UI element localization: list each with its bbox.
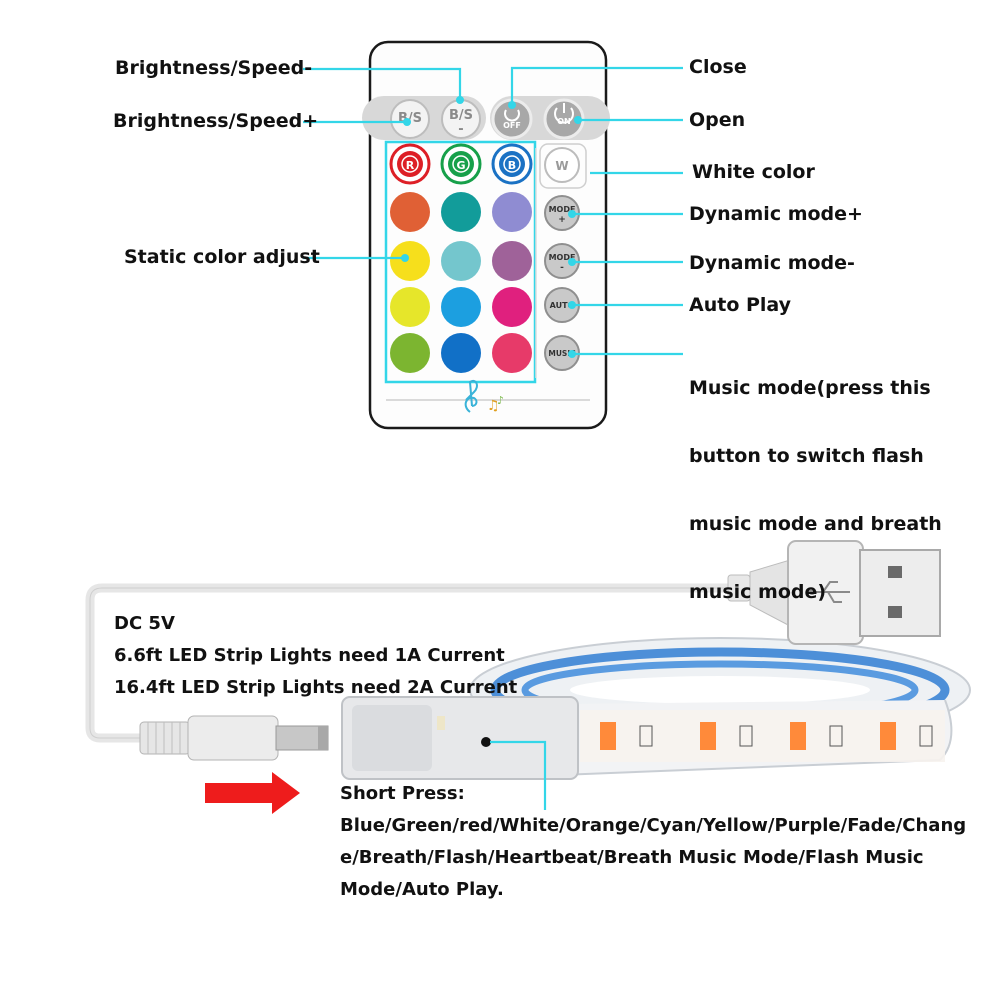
short-press-line-1: Blue/Green/red/White/Orange/Cyan/Yellow/… [340, 815, 967, 836]
power-line-3: 16.4ft LED Strip Lights need 2A Current [114, 677, 518, 698]
mode-minus-label: MODE [549, 253, 576, 262]
power-line-1: DC 5V [114, 613, 175, 634]
color-button-12[interactable] [492, 333, 532, 373]
led-resistor-1 [639, 725, 653, 747]
label-close: Close [689, 56, 747, 78]
red-arrow-icon [205, 772, 300, 814]
blue-button[interactable]: B [491, 143, 533, 185]
auto-label: AUTO [550, 301, 575, 310]
music-label: MUSIC [548, 349, 576, 358]
short-press-info: Short Press: Blue/Green/red/White/Orange… [340, 778, 966, 906]
music-line-1: Music mode(press this [689, 377, 931, 399]
bs-minus-button[interactable]: B/S - [441, 99, 481, 139]
led-chip-1 [600, 722, 616, 750]
green-button[interactable]: G [440, 143, 482, 185]
color-button-1[interactable] [390, 192, 430, 232]
music-line-3: music mode and breath [689, 513, 942, 535]
led-strip-reel [469, 637, 971, 777]
color-grid [390, 192, 532, 373]
controller-box [341, 696, 579, 780]
label-white-color: White color [692, 161, 815, 183]
color-button-8[interactable] [441, 287, 481, 327]
led-resistor-3 [829, 725, 843, 747]
power-on-icon [554, 107, 574, 124]
on-button[interactable]: ON [543, 98, 585, 140]
color-button-4[interactable] [390, 241, 430, 281]
leader-lines-remote [303, 66, 683, 358]
label-static-color: Static color adjust [124, 246, 320, 268]
mode-minus-sign: - [560, 263, 564, 273]
color-button-10[interactable] [390, 333, 430, 373]
mode-plus-sign: + [558, 215, 566, 225]
bs-plus-button[interactable]: B/S [390, 99, 430, 139]
led-chip-4 [880, 722, 896, 750]
blue-label: B [508, 159, 516, 172]
color-button-7[interactable] [390, 287, 430, 327]
short-press-line-3: Mode/Auto Play. [340, 879, 504, 900]
on-label: ON [557, 117, 571, 126]
led-strip-segments [600, 722, 933, 750]
led-chip-2 [700, 722, 716, 750]
color-button-11[interactable] [441, 333, 481, 373]
led-chip-3 [790, 722, 806, 750]
label-dynamic-plus: Dynamic mode+ [689, 203, 863, 225]
white-label: W [555, 159, 568, 173]
dc-barrel-plug [139, 715, 329, 761]
usb-cable [85, 559, 791, 743]
red-label: R [406, 159, 415, 172]
green-label: G [456, 159, 465, 172]
svg-text:♫: ♫ [487, 398, 500, 414]
color-button-2[interactable] [441, 192, 481, 232]
mode-plus-button[interactable]: MODE + [544, 195, 580, 231]
color-button-5[interactable] [441, 241, 481, 281]
color-button-6[interactable] [492, 241, 532, 281]
mode-plus-label: MODE [549, 205, 576, 214]
white-button[interactable]: W [544, 147, 580, 183]
label-brightness-plus: Brightness/Speed+ [113, 110, 319, 132]
off-label: OFF [503, 121, 521, 130]
short-press-line-2: e/Breath/Flash/Heartbeat/Breath Music Mo… [340, 847, 924, 868]
label-dynamic-minus: Dynamic mode- [689, 252, 855, 274]
usb-symbol-icon [809, 581, 850, 603]
short-press-title: Short Press: [340, 783, 465, 804]
color-button-3[interactable] [492, 192, 532, 232]
color-button-9[interactable] [492, 287, 532, 327]
music-note-icon: ♫ ♪ [464, 380, 504, 414]
music-line-4: music mode) [689, 581, 827, 603]
bs-minus-label: B/S [449, 108, 473, 123]
static-color-outline [384, 140, 537, 384]
label-brightness-minus: Brightness/Speed- [115, 57, 313, 79]
music-line-2: button to switch flash [689, 445, 924, 467]
red-button[interactable]: R [389, 143, 431, 185]
led-resistor-2 [739, 725, 753, 747]
label-music-mode: Music mode(press this button to switch f… [689, 337, 942, 643]
bs-minus-sign: - [458, 122, 463, 137]
off-button[interactable]: OFF [491, 98, 533, 140]
label-auto-play: Auto Play [689, 294, 792, 316]
power-info: DC 5V 6.6ft LED Strip Lights need 1A Cur… [114, 608, 517, 704]
leader-short-press [490, 740, 547, 810]
power-line-2: 6.6ft LED Strip Lights need 1A Current [114, 645, 505, 666]
power-off-icon [504, 109, 520, 122]
label-open: Open [689, 109, 746, 131]
led-resistor-4 [919, 725, 933, 747]
svg-text:♪: ♪ [497, 394, 504, 407]
